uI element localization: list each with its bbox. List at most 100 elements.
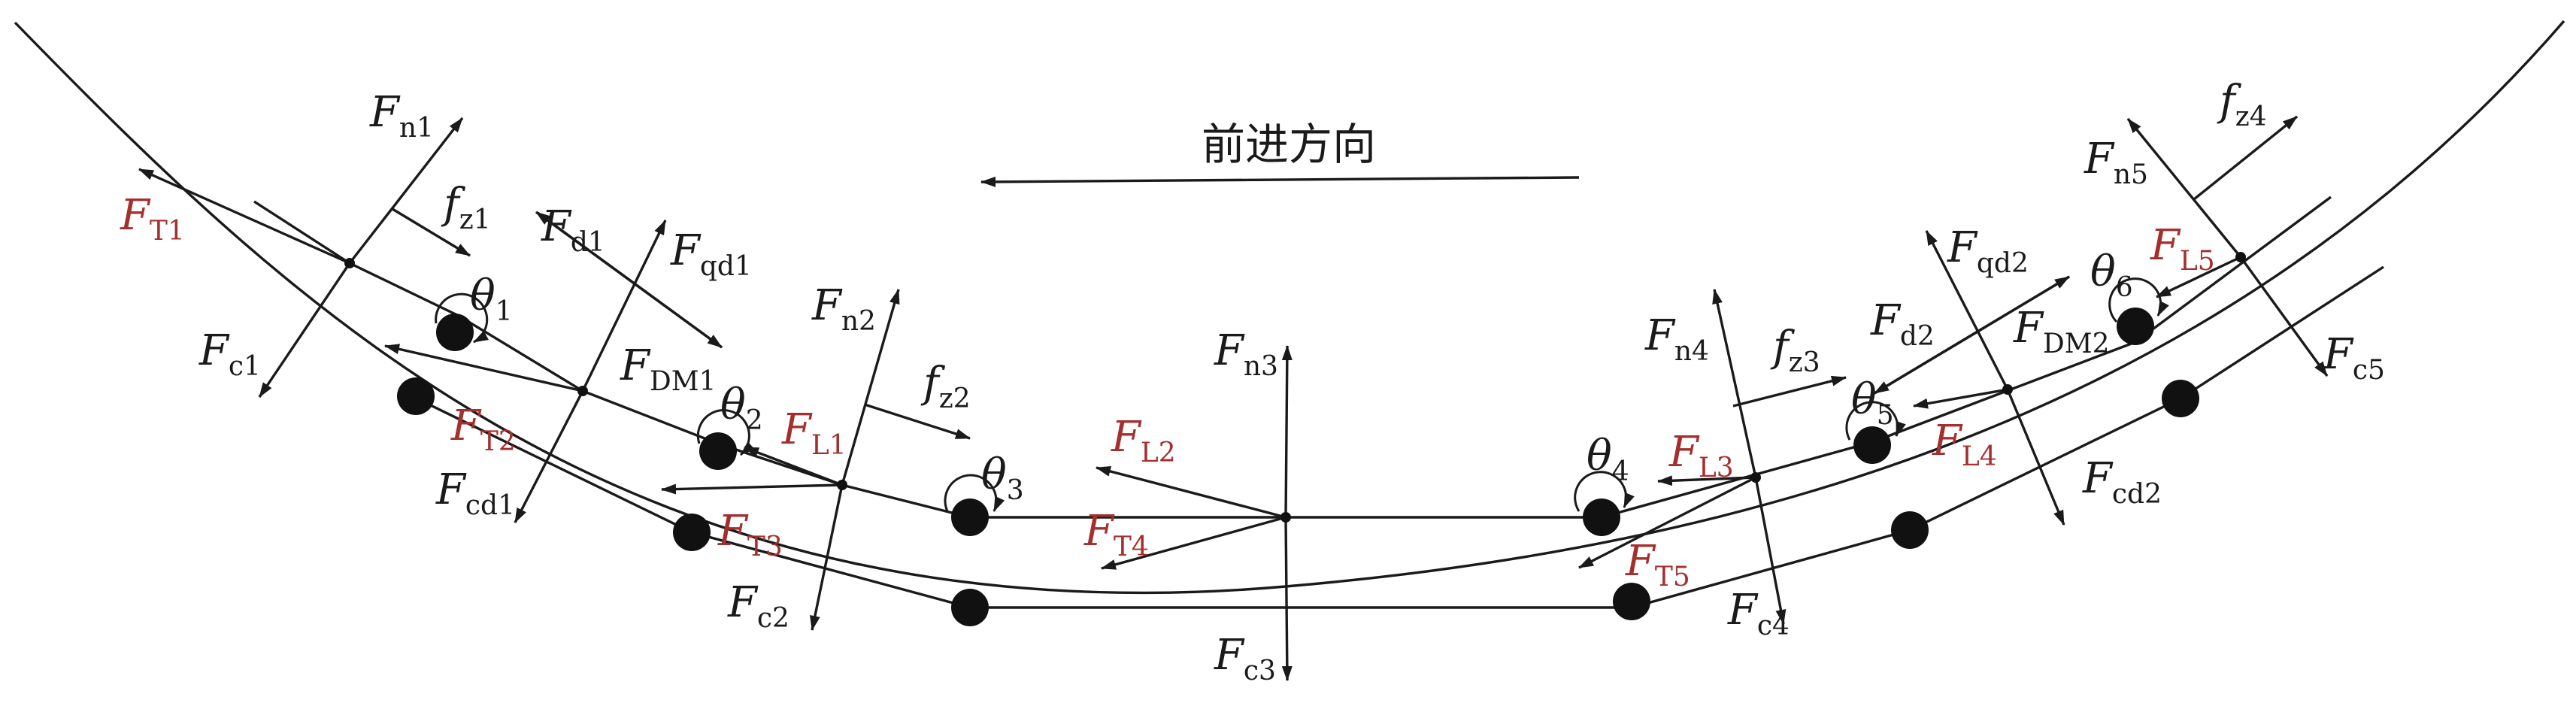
junction bbox=[837, 480, 847, 490]
label-fc4-subscript: c4 bbox=[1757, 611, 1790, 641]
label-fc4-base: F bbox=[1727, 586, 1759, 635]
arrow-fc3 bbox=[1281, 517, 1293, 681]
junction bbox=[344, 258, 355, 268]
label-fz3: fz3 bbox=[1770, 323, 1820, 378]
label-fqd1-subscript: qd1 bbox=[700, 251, 752, 282]
wheel bbox=[2117, 308, 2154, 345]
label-fcd1: Fcd1 bbox=[435, 465, 515, 521]
wheel bbox=[951, 498, 989, 536]
label-fz4: fz4 bbox=[2217, 77, 2267, 132]
label-theta1-subscript: 1 bbox=[496, 296, 513, 327]
arrow-fz3 bbox=[1732, 375, 1847, 408]
wheel bbox=[673, 514, 711, 551]
arrow-ft2 bbox=[384, 344, 583, 392]
label-ft2-base: F bbox=[450, 401, 482, 450]
label-fc5-base: F bbox=[2323, 330, 2354, 379]
junction bbox=[577, 386, 588, 396]
label-ft5: FT5 bbox=[1625, 537, 1690, 592]
label-theta4: θ4 bbox=[1587, 432, 1629, 487]
label-theta6-subscript: 6 bbox=[2116, 272, 2133, 303]
label-fc1-base: F bbox=[199, 326, 230, 375]
junctions bbox=[344, 252, 2246, 523]
label-fl3: FL3 bbox=[1668, 428, 1734, 483]
label-fqd2-base: F bbox=[1947, 223, 1978, 272]
arrow-fc2 bbox=[810, 484, 844, 631]
label-ft1: FT1 bbox=[120, 191, 185, 247]
label-theta6-base: θ bbox=[2090, 247, 2116, 296]
label-fl1: FL1 bbox=[781, 405, 847, 461]
direction-indicator: 前进方向 bbox=[980, 119, 1580, 187]
label-fcd1-subscript: cd1 bbox=[465, 490, 515, 521]
junction bbox=[2235, 252, 2246, 262]
label-theta3: θ3 bbox=[981, 450, 1024, 506]
junction bbox=[2002, 384, 2013, 395]
label-fd1-subscript: d1 bbox=[571, 227, 605, 258]
label-theta3-subscript: 3 bbox=[1007, 475, 1024, 506]
wheel bbox=[1891, 511, 1929, 549]
label-fz1: fz1 bbox=[441, 180, 491, 235]
label-fl2-base: F bbox=[1111, 413, 1142, 462]
label-fn1-base: F bbox=[369, 88, 401, 137]
arrow-fqd1 bbox=[581, 220, 667, 392]
label-theta2: θ2 bbox=[720, 380, 763, 436]
label-fc4: Fc4 bbox=[1727, 586, 1790, 641]
label-fdm1-subscript: DM1 bbox=[650, 366, 717, 397]
label-fd2-subscript: d2 bbox=[1900, 321, 1935, 352]
label-fn5: Fn5 bbox=[2084, 135, 2148, 190]
angle-arc-5 bbox=[1845, 401, 1906, 441]
arrow-fz1 bbox=[392, 208, 471, 257]
wheel bbox=[699, 432, 737, 470]
label-theta2-base: θ bbox=[720, 380, 746, 429]
label-fn4-base: F bbox=[1644, 311, 1676, 360]
arrow-fcd2 bbox=[2006, 389, 2065, 526]
label-fl3-base: F bbox=[1668, 428, 1700, 477]
label-fc2-subscript: c2 bbox=[757, 603, 789, 634]
label-fl5-base: F bbox=[2150, 221, 2181, 270]
label-fn2-subscript: n2 bbox=[841, 306, 876, 337]
label-fcd1-base: F bbox=[435, 465, 467, 514]
label-fd1-base: F bbox=[541, 202, 572, 251]
arrow-fl3 bbox=[1657, 475, 1756, 486]
label-fz3-subscript: z3 bbox=[1789, 347, 1820, 378]
direction-arrow bbox=[980, 176, 1580, 187]
label-theta5-base: θ bbox=[1851, 375, 1877, 424]
label-fqd1-base: F bbox=[670, 226, 702, 275]
label-fdm2-base: F bbox=[2013, 304, 2044, 353]
label-theta5: θ5 bbox=[1851, 375, 1894, 431]
label-fcd2: Fcd2 bbox=[2082, 454, 2162, 510]
label-fc2-base: F bbox=[727, 578, 759, 627]
wheel bbox=[1613, 583, 1650, 620]
label-fn5-base: F bbox=[2084, 135, 2115, 183]
angle-arc-4 bbox=[1574, 471, 1635, 512]
label-ft4-subscript: T4 bbox=[1114, 532, 1149, 562]
label-ft3: FT3 bbox=[717, 507, 783, 562]
label-fz4-subscript: z4 bbox=[2235, 102, 2267, 132]
label-fdm1: FDM1 bbox=[620, 341, 717, 397]
label-theta4-subscript: 4 bbox=[1612, 456, 1629, 487]
label-ft4: FT4 bbox=[1083, 507, 1149, 562]
label-fc3-base: F bbox=[1214, 631, 1245, 680]
label-fd2-base: F bbox=[1870, 296, 1902, 345]
wheel bbox=[397, 377, 435, 415]
label-fc5-subscript: c5 bbox=[2353, 355, 2385, 386]
label-theta5-subscript: 5 bbox=[1877, 400, 1894, 431]
label-fl5-subscript: L5 bbox=[2180, 246, 2215, 277]
label-ft1-base: F bbox=[120, 191, 151, 240]
arrow-fqd2 bbox=[1925, 230, 2009, 390]
label-fd2: Fd2 bbox=[1870, 296, 1935, 352]
label-fc2: Fc2 bbox=[727, 578, 789, 634]
label-fdm2-subscript: DM2 bbox=[2043, 329, 2110, 359]
label-fl1-base: F bbox=[781, 405, 813, 454]
label-theta4-base: θ bbox=[1587, 432, 1612, 480]
angle-arc-2 bbox=[696, 409, 755, 456]
arrow-fl5 bbox=[2156, 256, 2241, 298]
label-ft2: FT2 bbox=[450, 401, 516, 457]
label-fn2-base: F bbox=[811, 281, 843, 330]
wheel bbox=[1583, 498, 1620, 536]
arrow-fc5 bbox=[2239, 256, 2329, 377]
label-ft3-base: F bbox=[717, 507, 749, 556]
label-fz1-subscript: z1 bbox=[459, 205, 491, 235]
arrow-fd2-back bbox=[1874, 275, 2070, 395]
